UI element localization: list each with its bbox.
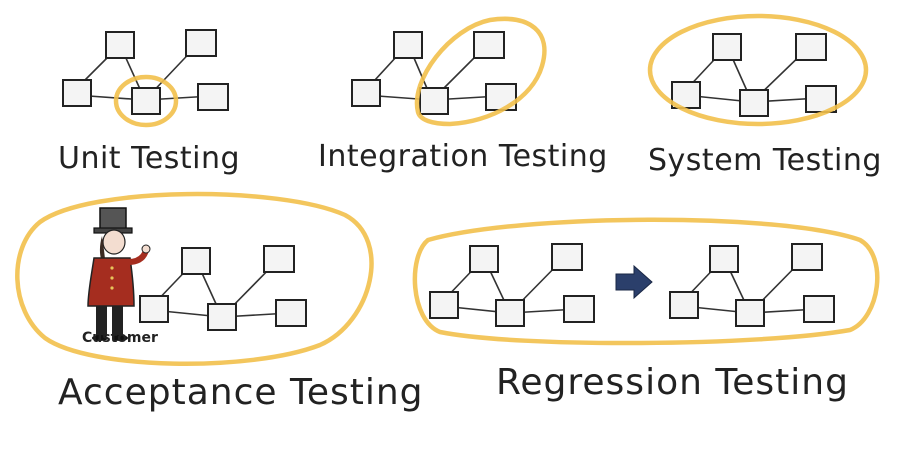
node-box: [473, 31, 505, 59]
system-testing-label: System Testing: [648, 143, 882, 178]
customer-figure: [87, 207, 151, 341]
node-box: [429, 291, 459, 319]
node-box: [105, 31, 135, 59]
node-box: [709, 245, 739, 273]
node-box: [419, 87, 449, 115]
integration-highlight-ring: [414, 16, 547, 127]
node-box: [551, 243, 583, 271]
node-box: [139, 295, 169, 323]
node-box: [791, 243, 823, 271]
top-hat-icon: [99, 207, 127, 231]
node-box: [735, 299, 765, 327]
node-box: [671, 81, 701, 109]
node-box: [62, 79, 92, 107]
node-box: [495, 299, 525, 327]
node-box: [131, 87, 161, 115]
node-box: [469, 245, 499, 273]
node-box: [197, 83, 229, 111]
node-box: [351, 79, 381, 107]
integration-testing-network: [351, 16, 547, 127]
integration-testing-label: Integration Testing: [318, 139, 608, 174]
system-testing-network: [647, 13, 869, 127]
customer-label: Customer: [82, 330, 158, 346]
node-box: [485, 83, 517, 111]
node-box: [795, 33, 827, 61]
system-highlight-ring: [647, 13, 869, 127]
node-box: [181, 247, 211, 275]
acceptance-testing-label: Acceptance Testing: [58, 372, 424, 413]
acceptance-testing-network: [139, 245, 307, 331]
node-box: [263, 245, 295, 273]
regression-highlight-ring: [412, 217, 880, 346]
node-box: [712, 33, 742, 61]
node-box: [803, 295, 835, 323]
regression-network-after: [669, 243, 835, 327]
node-box: [185, 29, 217, 57]
node-box: [207, 303, 237, 331]
regression-network-before: [429, 243, 595, 327]
arrow-right-icon: [615, 264, 653, 300]
unit-testing-label: Unit Testing: [58, 141, 240, 176]
node-box: [739, 89, 769, 117]
regression-testing-label: Regression Testing: [496, 362, 849, 403]
unit-highlight-ring: [113, 74, 179, 128]
node-box: [563, 295, 595, 323]
node-box: [669, 291, 699, 319]
acceptance-highlight-ring: [15, 191, 374, 366]
node-box: [275, 299, 307, 327]
node-box: [393, 31, 423, 59]
unit-testing-network: [62, 29, 229, 128]
